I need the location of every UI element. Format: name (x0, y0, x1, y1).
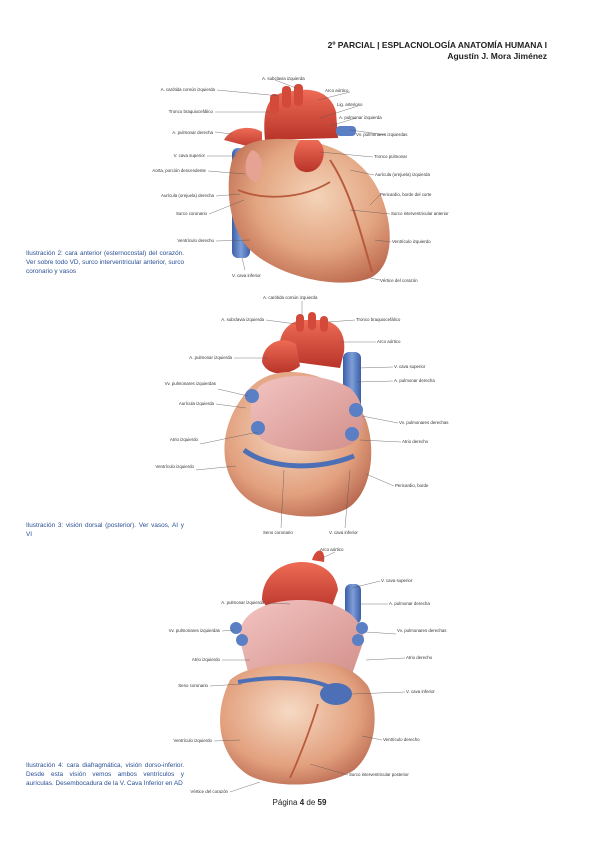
fig-1-label: Aorta, porción descendente (152, 168, 206, 173)
figure-3-labels: Arco aórtico V. cava superior A. pulmona… (169, 547, 448, 794)
figure-2-caption: Ilustración 3: visión dorsal (posterior)… (26, 522, 184, 538)
figure-1-labels: A. subclavia izquierda A. carótida común… (152, 76, 449, 283)
heart-diaphragmatic-drawing (220, 550, 375, 785)
fig-2-label: A. subclavia izquierda (221, 317, 264, 322)
figure-1-caption: Ilustración 2: cara anterior (esternocos… (26, 250, 184, 275)
current-page: 4 (299, 798, 305, 807)
figure-3-caption: Ilustración 4: cara diafragmática, visió… (26, 762, 184, 787)
fig-2-label: A. carótida común izquierda (263, 295, 318, 300)
document-header-author: Agustín J. Mora Jiménez (447, 51, 547, 61)
fig-3-label: Atrio derecho (406, 655, 433, 660)
fig-3-label: Seno coronario (178, 683, 208, 688)
fig-3-label: Vértice del corazón (190, 789, 228, 794)
fig-1-label: A. pulmonar izquierda (339, 115, 382, 120)
page-of: de (306, 798, 316, 807)
fig-1-label: A. pulmonar derecha (172, 130, 213, 135)
fig-2-label: V. cava inferior (329, 530, 358, 535)
fig-2-label: Pericardio, borde (395, 483, 429, 488)
heart-anterior-drawing (224, 84, 390, 283)
pulmonary-trunk-shape (293, 140, 324, 173)
fig-1-label: Surco interventricular anterior (391, 211, 449, 216)
fig-3-label: A. pulmonar derecha (389, 601, 430, 606)
fig-2-label: A. pulmonar izquierda (189, 355, 232, 360)
page-prefix: Página (272, 798, 298, 807)
fig-3-label: Ventrículo derecho (383, 737, 420, 742)
fig-2-label: A. pulmonar derecha (394, 378, 435, 383)
fig-3-label: Vv. pulmonares izquierdas (169, 628, 221, 633)
figure-1-leader-lines (207, 79, 392, 281)
figure-2-labels: A. carótida común izquierda A. subclavia… (155, 295, 449, 535)
fig-3-label: V. cava superior (381, 578, 413, 583)
heart-posterior-drawing (224, 312, 372, 517)
fig-2-label: Atrio derecho (402, 439, 429, 444)
fig-2-label: Aurícula izquierda (179, 401, 215, 406)
fig-2-label: Seno coronario (263, 530, 293, 535)
fig-2-label: Tronco braquiocefálico (356, 317, 401, 322)
fig-3-label: Ventrículo izquierdo (173, 738, 212, 743)
total-pages: 59 (317, 798, 327, 807)
fig-1-label: Ventrículo izquierdo (392, 239, 431, 244)
fig-1-label: V. cava inferior (232, 273, 261, 278)
fig-1-label: Ventrículo derecho (177, 238, 214, 243)
fig-1-label: Vv. pulmonares izquierdas (356, 132, 408, 137)
figure-2-leader-lines (195, 301, 402, 529)
myocardium-shape (228, 138, 390, 283)
fig-3-label: Surco interventricular posterior (349, 772, 409, 777)
fig-1-label: A. subclavia izquierda (262, 76, 305, 81)
fig-2-label: Vv. pulmonares izquierdas (165, 381, 217, 386)
fig-2-label: Vv. pulmonares derechas (399, 420, 449, 425)
fig-2-label: Arco aórtico (377, 339, 401, 344)
fig-3-label: A. pulmonar izquierda (221, 600, 264, 605)
fig-1-label: Lig. arterioso (337, 102, 363, 107)
fig-1-label: Tronco braquiocefálico (169, 109, 214, 114)
fig-1-label: Aurícula (orejuela) derecha (161, 193, 215, 198)
page-number: Página 4 de 59 (0, 798, 599, 807)
fig-2-label: V. cava superior (394, 364, 426, 369)
fig-1-label: V. cava superior (174, 153, 206, 158)
fig-1-label: Vértice del corazón (380, 278, 418, 283)
fig-1-label: Arco aórtico (325, 88, 349, 93)
document-header-title: 2º PARCIAL | ESPLACNOLOGÍA ANATOMÍA HUMA… (327, 40, 547, 50)
fig-3-label: V. cava inferior (406, 689, 435, 694)
fig-1-label: Surco coronario (176, 211, 208, 216)
fig-2-label: Atrio izquierdo (170, 437, 199, 442)
fig-3-label: Arco aórtico (320, 547, 344, 552)
fig-1-label: A. carótida común izquierda (161, 87, 216, 92)
fig-2-label: Ventrículo izquierdo (155, 464, 194, 469)
figure-3-leader-lines (209, 551, 406, 793)
fig-1-label: Tronco pulmonar (374, 154, 408, 159)
fig-3-label: Atrio izquierdo (192, 657, 221, 662)
fig-1-label: Aurícula (orejuela) izquierda (375, 172, 430, 177)
fig-3-label: Vv. pulmonares derechas (397, 628, 447, 633)
fig-1-label: Pericardio, borde del corte (380, 192, 432, 197)
